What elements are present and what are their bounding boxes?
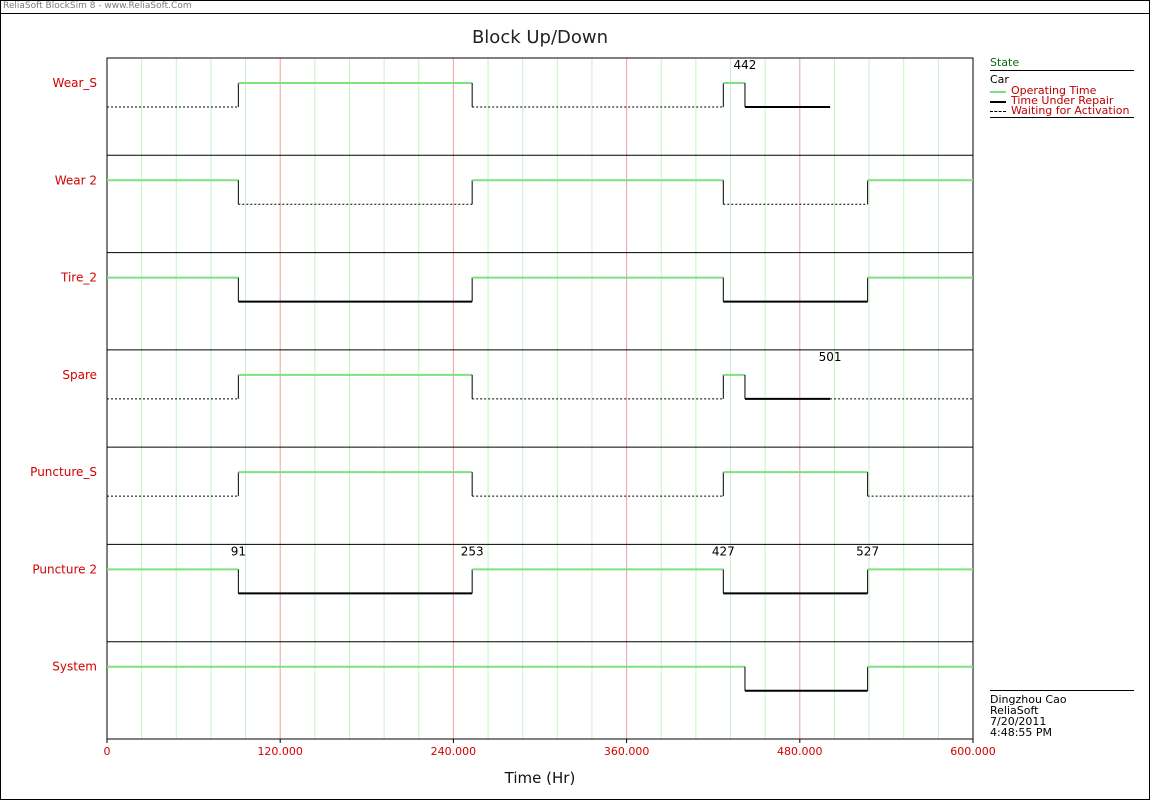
legend-label-repair: Time Under Repair bbox=[1011, 94, 1114, 107]
data-annotation: 253 bbox=[461, 544, 484, 558]
x-tick-label: 0 bbox=[104, 745, 111, 758]
legend-item-repair: Time Under Repair bbox=[990, 94, 1134, 107]
x-tick-label: 240.000 bbox=[431, 745, 477, 758]
report-time: 4:48:55 PM bbox=[990, 726, 1053, 739]
x-tick-label: 120.000 bbox=[257, 745, 303, 758]
legend-item-operating: Operating Time bbox=[990, 84, 1134, 97]
report-info: Dingzhou Cao ReliaSoft 7/20/2011 4:48:55… bbox=[990, 690, 1134, 738]
legend-item-waiting: Waiting for Activation bbox=[990, 104, 1134, 117]
row-label: Puncture_S bbox=[30, 465, 97, 479]
legend-header: State bbox=[990, 56, 1134, 71]
data-annotation: 442 bbox=[734, 58, 757, 72]
row-label: Spare bbox=[62, 368, 97, 382]
legend-label-operating: Operating Time bbox=[1011, 84, 1097, 97]
chart-title: Block Up/Down bbox=[471, 27, 609, 48]
row-label: Wear_S bbox=[53, 76, 97, 90]
legend-swatch-operating bbox=[990, 91, 1006, 93]
legend-block-name: Car bbox=[990, 73, 1009, 86]
legend-bottom-rule bbox=[990, 117, 1134, 118]
legend: State Car Operating Time Time Under Repa… bbox=[990, 56, 1134, 118]
x-tick-label: 480.000 bbox=[777, 745, 823, 758]
x-tick-label: 600.000 bbox=[950, 745, 996, 758]
x-tick-label: 360.000 bbox=[604, 745, 650, 758]
legend-swatch-waiting bbox=[990, 111, 1006, 112]
data-annotation: 527 bbox=[856, 544, 879, 558]
x-axis-label: Time (Hr) bbox=[504, 769, 576, 787]
data-annotation: 91 bbox=[231, 544, 246, 558]
row-label: Wear 2 bbox=[55, 173, 97, 187]
legend-swatch-repair bbox=[990, 101, 1006, 103]
header-divider bbox=[0, 13, 1150, 14]
row-label: Tire_2 bbox=[60, 271, 97, 285]
report-user: Dingzhou Cao bbox=[990, 693, 1067, 706]
report-date: 7/20/2011 bbox=[990, 715, 1047, 728]
data-annotation: 427 bbox=[712, 544, 735, 558]
data-annotation: 501 bbox=[819, 350, 842, 364]
legend-label-waiting: Waiting for Activation bbox=[1011, 104, 1130, 117]
row-label: Puncture 2 bbox=[32, 562, 97, 576]
app-title: ReliaSoft BlockSim 8 - www.ReliaSoft.Com bbox=[3, 1, 192, 11]
row-label: System bbox=[52, 660, 97, 674]
report-company: ReliaSoft bbox=[990, 704, 1039, 717]
